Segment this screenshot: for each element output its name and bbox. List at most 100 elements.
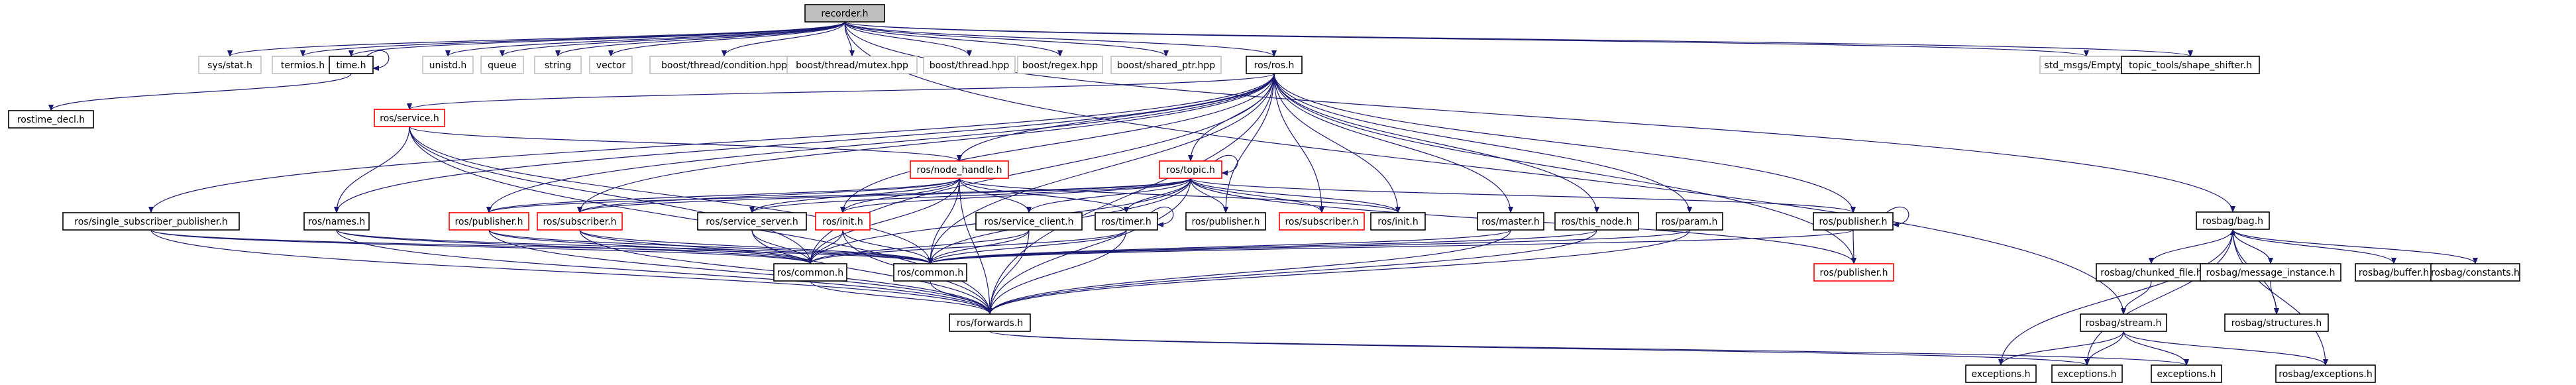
node-publisher3[interactable]: ros/publisher.h bbox=[1813, 212, 1894, 231]
node-label-stdempty: std_msgs/Empty.h bbox=[2045, 60, 2129, 71]
node-exc1[interactable]: exceptions.h bbox=[1965, 364, 2037, 383]
node-label-bshared: boost/shared_ptr.hpp bbox=[1117, 60, 1215, 71]
edge-rosros-to-subscriber2 bbox=[1273, 73, 1324, 213]
node-box-rosservice bbox=[374, 109, 445, 127]
node-label-rosinit1: ros/init.h bbox=[822, 217, 863, 227]
edge-recorder-to-bthread bbox=[844, 21, 972, 57]
node-unistd: unistd.h bbox=[422, 56, 474, 74]
node-publisher1[interactable]: ros/publisher.h bbox=[449, 212, 529, 231]
node-master[interactable]: ros/master.h bbox=[1477, 212, 1544, 231]
node-thisnode[interactable]: ros/this_node.h bbox=[1554, 212, 1639, 231]
edge-recorder-to-shapeshifter bbox=[844, 21, 2193, 57]
node-bagconst[interactable]: rosbag/constants.h bbox=[2430, 263, 2520, 282]
node-label-publisher3: ros/publisher.h bbox=[1819, 217, 1887, 227]
edge-names-to-common2 bbox=[336, 229, 933, 264]
node-subscriber1[interactable]: ros/subscriber.h bbox=[537, 212, 623, 231]
node-common2[interactable]: ros/common.h bbox=[893, 263, 967, 282]
edge-forwards-to-exc2 bbox=[989, 331, 2090, 366]
node-rostimedecl[interactable]: rostime_decl.h bbox=[8, 110, 94, 129]
node-box-singlesub bbox=[62, 212, 240, 231]
node-box-time bbox=[329, 56, 374, 74]
node-box-bagconst bbox=[2430, 263, 2520, 282]
node-label-rosbagbag: rosbag/bag.h bbox=[2202, 216, 2263, 227]
node-box-master bbox=[1477, 212, 1544, 231]
node-rostopic[interactable]: ros/topic.h bbox=[1159, 160, 1222, 179]
edge-servclient-to-common1 bbox=[808, 229, 1030, 264]
node-timer[interactable]: ros/timer.h bbox=[1095, 212, 1158, 231]
node-servserver[interactable]: ros/service_server.h bbox=[697, 212, 807, 231]
edge-publisher3-to-publisher3 bbox=[1886, 206, 1909, 227]
edge-bagstream-to-exc3 bbox=[2123, 331, 2189, 366]
node-box-bagstream bbox=[2080, 313, 2167, 332]
node-box-unistd bbox=[422, 56, 474, 74]
node-box-forwards bbox=[949, 313, 1031, 332]
node-bshared: boost/shared_ptr.hpp bbox=[1110, 56, 1222, 74]
node-servclient[interactable]: ros/service_client.h bbox=[975, 212, 1083, 231]
edge-rosros-to-publisher3 bbox=[1273, 73, 1856, 213]
edge-names-to-common1 bbox=[336, 229, 813, 264]
node-label-time: time.h bbox=[337, 60, 366, 71]
node-rosinit2[interactable]: ros/init.h bbox=[1370, 212, 1426, 231]
edge-publisher1-to-common2 bbox=[488, 229, 933, 264]
edge-recorder-to-bshared bbox=[844, 21, 1169, 57]
node-param[interactable]: ros/param.h bbox=[1656, 212, 1723, 231]
edge-nodehandle-to-common2 bbox=[928, 178, 960, 264]
edge-rosservice-to-nodehandle bbox=[409, 126, 962, 162]
node-bagbuffer[interactable]: rosbag/buffer.h bbox=[2355, 263, 2433, 282]
node-bthread: boost/thread.hpp bbox=[923, 56, 1016, 74]
node-label-bagstruct: rosbag/structures.h bbox=[2231, 318, 2322, 329]
edge-singlesub-to-common1 bbox=[150, 229, 813, 264]
node-label-subscriber2: ros/subscriber.h bbox=[1285, 217, 1358, 227]
node-label-msginst: rosbag/message_instance.h bbox=[2206, 268, 2335, 278]
node-exc3[interactable]: exceptions.h bbox=[2151, 364, 2222, 383]
node-rosbagbag[interactable]: rosbag/bag.h bbox=[2196, 211, 2270, 230]
edge-rosservice-to-common2 bbox=[409, 126, 933, 264]
node-nodehandle[interactable]: ros/node_handle.h bbox=[910, 160, 1009, 179]
edge-recorder-to-vector bbox=[608, 21, 845, 57]
edge-msginst-to-rosbagbag bbox=[2230, 229, 2271, 264]
node-common1[interactable]: ros/common.h bbox=[773, 263, 847, 282]
node-msginst[interactable]: rosbag/message_instance.h bbox=[2200, 263, 2341, 282]
node-box-vector bbox=[589, 56, 633, 74]
node-label-publisher4: ros/publisher.h bbox=[1819, 268, 1888, 278]
node-publisher4[interactable]: ros/publisher.h bbox=[1813, 263, 1894, 282]
node-bregex: boost/regex.hpp bbox=[1017, 56, 1103, 74]
node-box-rostimedecl bbox=[8, 110, 94, 129]
node-label-publisher1: ros/publisher.h bbox=[455, 217, 523, 227]
node-bagstream[interactable]: rosbag/stream.h bbox=[2080, 313, 2167, 332]
edge-rosros-to-common2 bbox=[928, 73, 1275, 264]
node-shapeshifter[interactable]: topic_tools/shape_shifter.h bbox=[2121, 56, 2260, 74]
edge-servclient-to-forwards bbox=[987, 229, 1030, 315]
node-label-bagconst: rosbag/constants.h bbox=[2431, 268, 2520, 278]
node-box-nodehandle bbox=[910, 160, 1009, 179]
node-subscriber2[interactable]: ros/subscriber.h bbox=[1279, 212, 1365, 231]
node-rosservice[interactable]: ros/service.h bbox=[374, 109, 445, 127]
edge-rosros-to-thisnode bbox=[1273, 73, 1599, 213]
node-box-rosinit2 bbox=[1370, 212, 1426, 231]
node-label-common1: ros/common.h bbox=[777, 268, 843, 278]
node-chunked[interactable]: rosbag/chunked_file.h bbox=[2096, 263, 2207, 282]
node-label-rosros: ros/ros.h bbox=[1254, 60, 1295, 71]
edge-bagstream-to-exc1 bbox=[1998, 331, 2124, 366]
node-bagexc[interactable]: rosbag/exceptions.h bbox=[2275, 364, 2376, 383]
node-singlesub[interactable]: ros/single_subscriber_publisher.h bbox=[62, 212, 240, 231]
edge-recorder-to-rosros bbox=[844, 21, 1277, 57]
edge-forwards-to-exc3 bbox=[989, 331, 2189, 366]
node-box-bshared bbox=[1110, 56, 1222, 74]
node-box-bthmutex bbox=[786, 56, 918, 74]
node-names[interactable]: ros/names.h bbox=[303, 212, 370, 231]
node-label-bagstream: rosbag/stream.h bbox=[2086, 318, 2162, 329]
node-publisher2[interactable]: ros/publisher.h bbox=[1185, 212, 1266, 231]
node-forwards[interactable]: ros/forwards.h bbox=[949, 313, 1031, 332]
node-time[interactable]: time.h bbox=[329, 56, 374, 74]
edge-subscriber1-to-common1 bbox=[579, 229, 813, 264]
node-rosros[interactable]: ros/ros.h bbox=[1246, 56, 1303, 74]
edge-thisnode-to-common2 bbox=[928, 229, 1597, 264]
node-bagstruct[interactable]: rosbag/structures.h bbox=[2224, 313, 2329, 332]
edge-time-to-time bbox=[366, 50, 390, 71]
node-box-shapeshifter bbox=[2121, 56, 2260, 74]
edge-timer-to-common2 bbox=[928, 229, 1127, 264]
node-exc2[interactable]: exceptions.h bbox=[2051, 364, 2123, 383]
edge-recorder-to-string bbox=[555, 21, 845, 57]
node-rosinit1[interactable]: ros/init.h bbox=[815, 212, 871, 231]
